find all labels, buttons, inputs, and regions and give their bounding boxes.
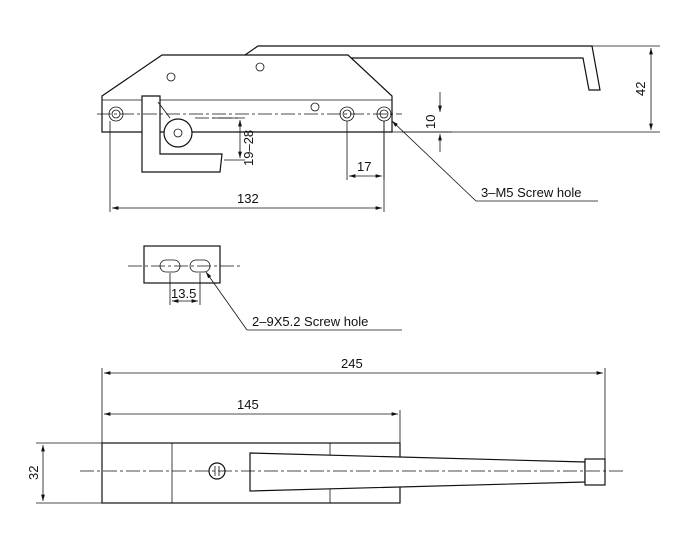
- dim-label-19-28: 19–28: [241, 130, 256, 166]
- dimension-19-28: 19–28: [212, 117, 256, 166]
- plan-view: [80, 442, 625, 504]
- handle-end-cap: [584, 458, 606, 486]
- side-view: [97, 45, 601, 173]
- dim-label-13-5: 13.5: [171, 286, 196, 301]
- latch-body: [101, 54, 393, 133]
- callout-m5-label: 3–M5 Screw hole: [481, 185, 581, 200]
- dimension-42: 42: [402, 45, 660, 133]
- callout-m5-screw: 3–M5 Screw hole: [391, 120, 598, 202]
- dim-label-132: 132: [237, 191, 259, 206]
- hole-mid: [310, 102, 320, 112]
- dim-label-10: 10: [423, 115, 438, 129]
- plan-handle: [249, 452, 586, 492]
- roller: [163, 118, 193, 148]
- hole-top-1: [166, 72, 176, 82]
- dim-label-42: 42: [633, 82, 648, 96]
- dimension-32: 32: [26, 442, 102, 504]
- keeper-bracket: [141, 95, 223, 173]
- dim-label-145: 145: [237, 397, 259, 412]
- dimension-10: 10: [392, 92, 452, 152]
- dim-label-32: 32: [26, 466, 41, 480]
- keeper-plate: [143, 245, 221, 284]
- callout-slot-label: 2–9X5.2 Screw hole: [252, 314, 368, 329]
- dim-label-17: 17: [357, 159, 371, 174]
- hole-top-2: [255, 62, 265, 72]
- dimension-145: 145: [104, 397, 401, 443]
- callout-slot-screw: 2–9X5.2 Screw hole: [205, 271, 402, 331]
- dim-label-245: 245: [341, 356, 363, 371]
- dimension-245: 245: [101, 356, 606, 459]
- dimension-17: 17: [346, 121, 385, 180]
